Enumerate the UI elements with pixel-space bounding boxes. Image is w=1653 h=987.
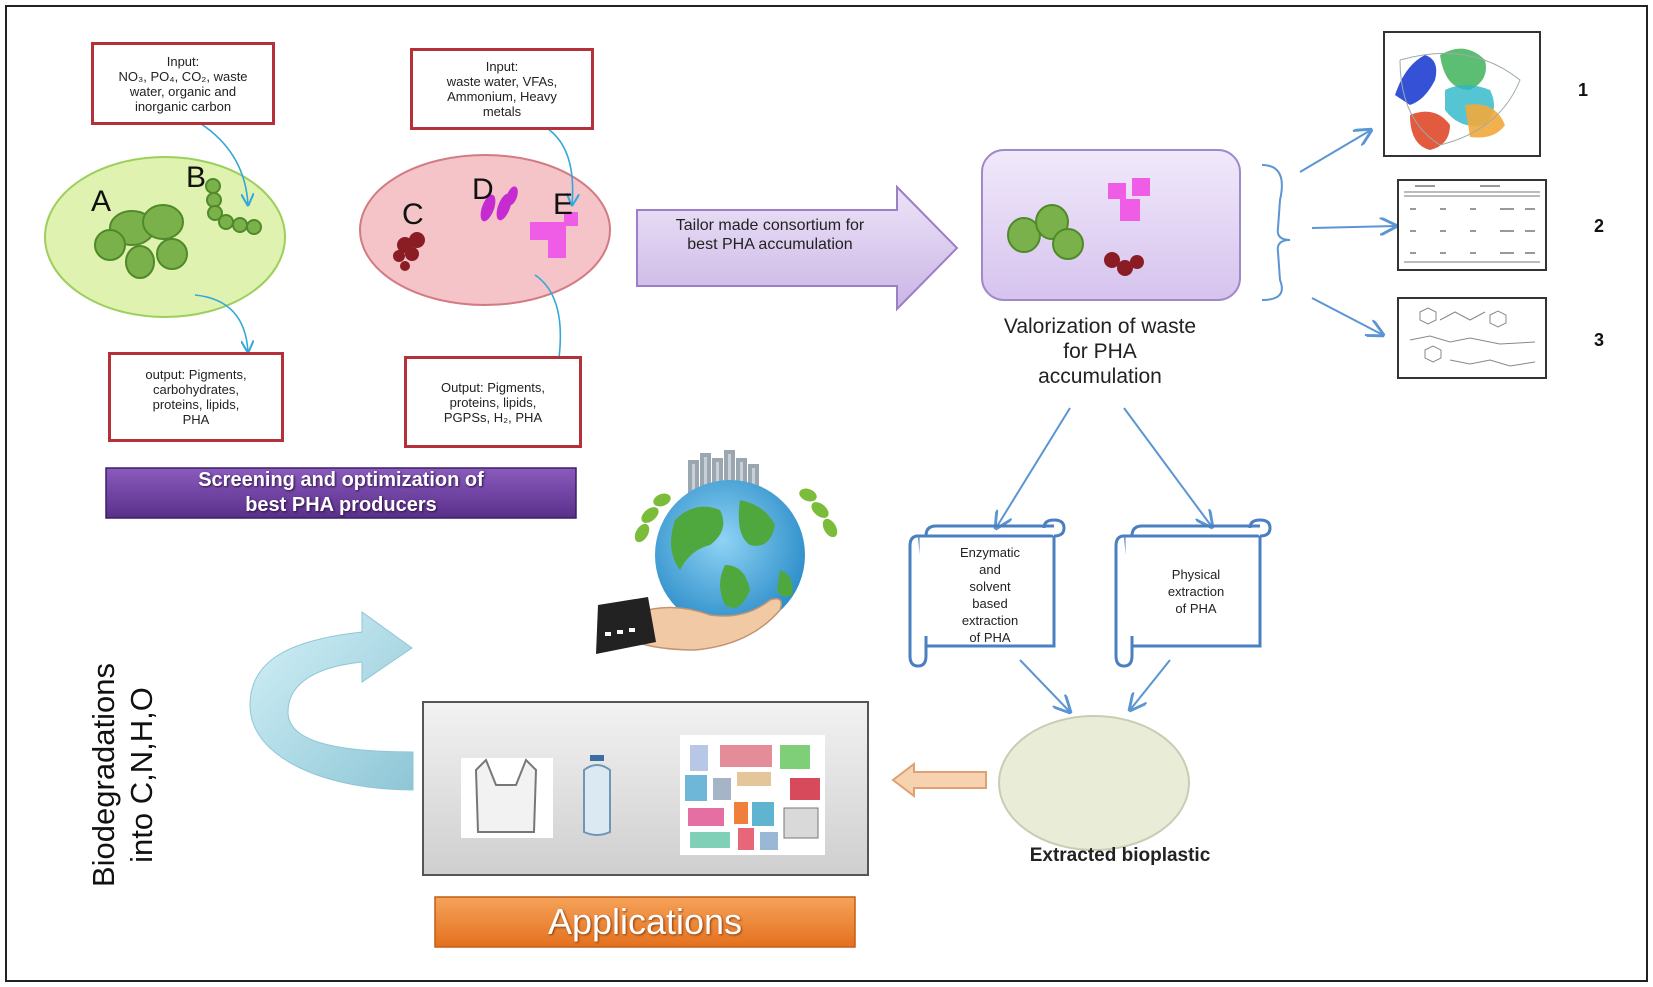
pink-cells: [530, 212, 578, 258]
consortium-2-input-box: Input: waste water, VFAs, Ammonium, Heav…: [410, 48, 594, 130]
protein-structure-image: [1383, 31, 1541, 157]
characterization-arrows: [1299, 130, 1396, 335]
consortium-2-ellipse: [359, 154, 611, 306]
consortium-1-input-box: Input: NO₃, PO₄, CO₂, waste water, organ…: [91, 42, 275, 125]
extracted-bioplastic-caption: Extracted bioplastic: [1029, 845, 1211, 866]
green-cells: [94, 178, 262, 279]
applications-banner-text: Applications: [547, 901, 743, 942]
biodegradation-cycle-arrow: [249, 611, 414, 791]
outer-frame: [5, 5, 1648, 982]
characterization-bracket: [1261, 164, 1291, 301]
physical-extraction-scroll: [1114, 518, 1272, 668]
consortium-1-output-box: output: Pigments, carbohydrates, protein…: [108, 352, 284, 442]
plastic-bag-image: [461, 758, 553, 838]
red-cells: [393, 232, 425, 271]
screening-banner-text: Screening and optimization of best PHA p…: [198, 469, 484, 516]
label-d: D: [472, 173, 494, 206]
enzymatic-extraction-scroll: [908, 518, 1066, 668]
label-a: A: [91, 185, 112, 218]
chemical-structure-image: [1397, 297, 1547, 379]
tailor-made-text: Tailor made consortium for best PHA accu…: [675, 217, 865, 253]
applications-panel: [422, 701, 869, 876]
characterization-number-1: 1: [1578, 80, 1589, 100]
consortium-2-output-box: Output: Pigments, proteins, lipids, PGPS…: [404, 356, 582, 448]
label-e: E: [553, 188, 574, 221]
physical-extraction-text: Physical extraction of PHA: [1167, 567, 1225, 616]
valorization-caption: Valorization of waste for PHA accumulati…: [1003, 315, 1197, 388]
characterization-number-3: 3: [1594, 330, 1605, 350]
label-b: B: [186, 161, 207, 194]
characterization-number-2: 2: [1594, 216, 1605, 236]
tailor-made-arrow: [636, 184, 959, 312]
label-c: C: [402, 198, 424, 231]
biodegradation-text: Biodegradations into C,N,H,O: [86, 662, 159, 888]
purple-cells: [480, 186, 518, 222]
bioplastic-to-applications-arrow: [891, 761, 987, 799]
screening-banner-bg: [105, 467, 577, 519]
water-bottle-image: [583, 755, 611, 836]
plastic-containers-image: [680, 735, 825, 855]
enzymatic-extraction-text: Enzymatic and solvent based extraction o…: [960, 545, 1020, 645]
valorization-box: [981, 149, 1241, 301]
bioplastic-disc: [998, 715, 1190, 851]
globe-in-hand-icon: [596, 450, 838, 654]
extraction-arrows: [996, 407, 1212, 712]
applications-banner-bg: [434, 896, 856, 948]
consortium-1-ellipse: [44, 156, 286, 318]
table-image: [1397, 179, 1547, 271]
